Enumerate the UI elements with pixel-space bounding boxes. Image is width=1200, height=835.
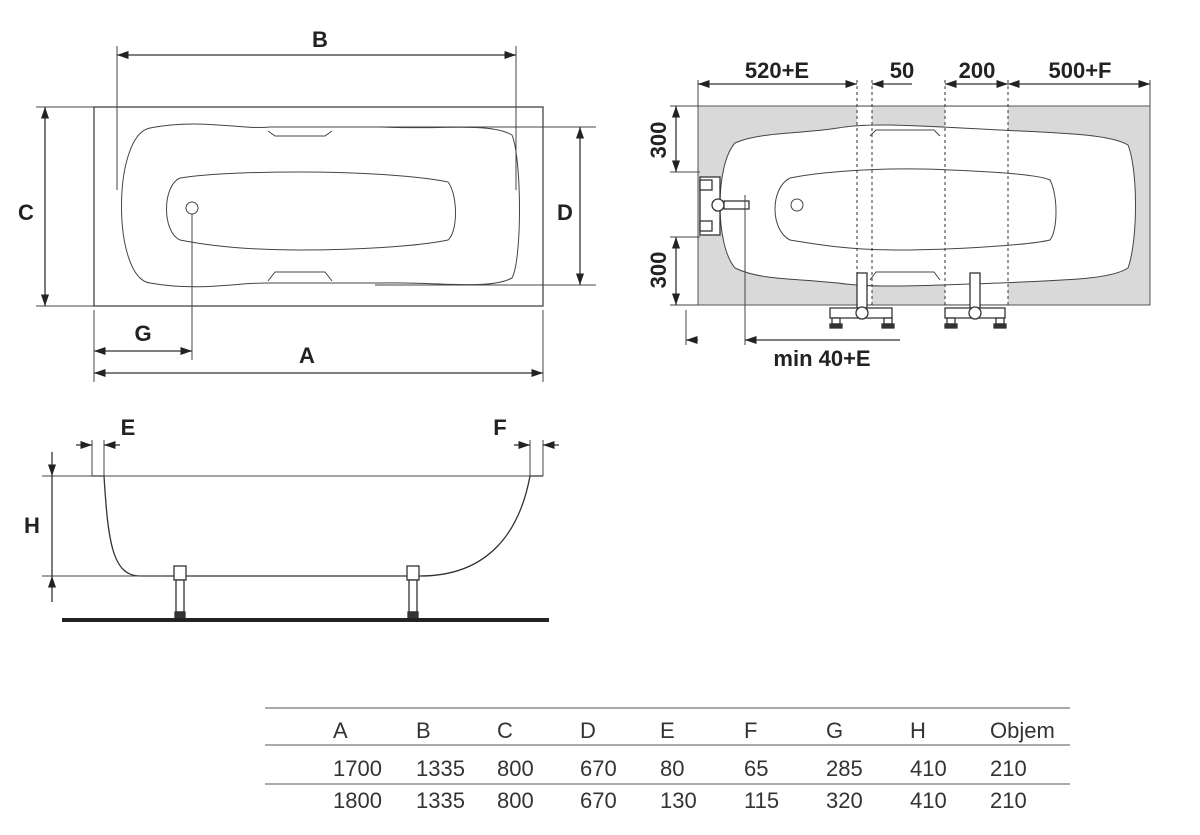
table-cell: 1800 — [333, 788, 382, 813]
label-c: C — [18, 200, 34, 225]
table-cell: 115 — [744, 788, 779, 813]
handle-bottom — [267, 271, 333, 282]
label-f: F — [493, 415, 506, 440]
label-a: A — [299, 343, 315, 368]
top-view: B C D G A — [18, 27, 596, 382]
table-header-cell: E — [660, 718, 675, 743]
tub-profile — [92, 475, 543, 577]
table-header-cell: Objem — [990, 718, 1055, 743]
tub-outline — [93, 106, 544, 307]
label-d: D — [557, 200, 573, 225]
label-g: G — [134, 321, 151, 346]
table-cell: 800 — [497, 756, 534, 781]
table-cell: 80 — [660, 756, 684, 781]
table-header-cell: F — [744, 718, 757, 743]
table-cell: 1700 — [333, 756, 382, 781]
label-200: 200 — [959, 58, 996, 83]
label-min-40-e: min 40+E — [773, 346, 870, 371]
table-cell: 1335 — [416, 788, 465, 813]
table-header-cell: B — [416, 718, 431, 743]
label-e: E — [121, 415, 136, 440]
label-50: 50 — [890, 58, 914, 83]
table-cell: 130 — [660, 788, 697, 813]
handle-bottom — [869, 271, 941, 281]
table-cell: 65 — [744, 756, 768, 781]
table-cell: 410 — [910, 788, 947, 813]
table-header-cell: A — [333, 718, 348, 743]
table-cell: 210 — [990, 788, 1027, 813]
side-view: E F H — [24, 415, 559, 622]
dimensions-table: A B C D E F G H Objem 1700 1335 800 670 80 65 285 410 210… — [265, 707, 1070, 813]
label-300-upper: 300 — [646, 122, 671, 159]
tub-leg-icon — [406, 565, 420, 619]
table-cell: 320 — [826, 788, 863, 813]
table-cell: 210 — [990, 756, 1027, 781]
table-header-cell: D — [580, 718, 596, 743]
table-header-cell: G — [826, 718, 843, 743]
tub-basin — [166, 171, 456, 251]
handle-top — [869, 129, 941, 137]
handle-top — [267, 130, 333, 137]
label-300-lower: 300 — [646, 252, 671, 289]
table-cell: 410 — [910, 756, 947, 781]
tub-inner-rim — [719, 124, 1136, 287]
deck-mixer-icon — [944, 272, 1007, 329]
table-cell: 670 — [580, 788, 617, 813]
table-header-cell: C — [497, 718, 513, 743]
label-520-e: 520+E — [745, 58, 809, 83]
table-cell: 1335 — [416, 756, 465, 781]
deck-mixer-icon — [829, 272, 895, 329]
label-h: H — [24, 513, 40, 538]
label-b: B — [312, 27, 328, 52]
table-header-cell: H — [910, 718, 926, 743]
tub-leg-icon — [173, 565, 187, 619]
table-cell: 670 — [580, 756, 617, 781]
table-cell: 285 — [826, 756, 863, 781]
label-500-f: 500+F — [1049, 58, 1112, 83]
installation-view: 520+E 50 200 500+F 300 300 min 40+E — [646, 58, 1151, 371]
tub-basin — [774, 168, 1057, 251]
table-cell: 800 — [497, 788, 534, 813]
wall-mixer-icon — [699, 176, 750, 236]
drain-icon — [790, 198, 804, 212]
